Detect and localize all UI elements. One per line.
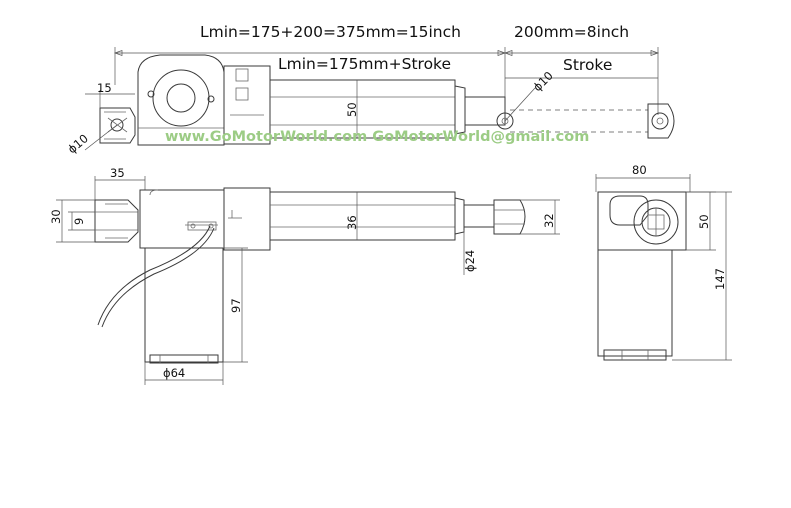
dim-phi10-right: ϕ10	[530, 68, 556, 94]
top-dimension-lines	[113, 47, 660, 115]
stroke-label: Stroke	[563, 56, 612, 74]
dim-32: 32	[542, 213, 556, 228]
watermark-text: www.GoMotorWorld.com GoMotorWorld@gmail.…	[165, 129, 589, 145]
lmin-formula-label: Lmin=175mm+Stroke	[278, 55, 451, 73]
dim-30: 30	[49, 209, 63, 224]
dim-15: 15	[97, 81, 112, 95]
actuator-side-view: 35 30 9 36	[49, 166, 560, 385]
dim-147: 147	[713, 268, 727, 290]
dim-phi24: ϕ24	[463, 250, 477, 272]
dim-50-end: 50	[697, 214, 711, 229]
dim-50-top: 50	[345, 102, 359, 117]
stroke-length-label: 200mm=8inch	[514, 23, 629, 41]
dim-80: 80	[632, 163, 647, 177]
dim-35: 35	[110, 166, 125, 180]
dim-phi64: ϕ64	[163, 366, 185, 380]
total-length-label: Lmin=175+200=375mm=15inch	[200, 23, 461, 41]
dim-phi10-left: ϕ10	[65, 131, 91, 156]
dim-36: 36	[345, 215, 359, 230]
dim-9: 9	[72, 218, 86, 225]
actuator-end-view: 80 50 147	[595, 163, 732, 361]
dim-97: 97	[229, 298, 243, 313]
